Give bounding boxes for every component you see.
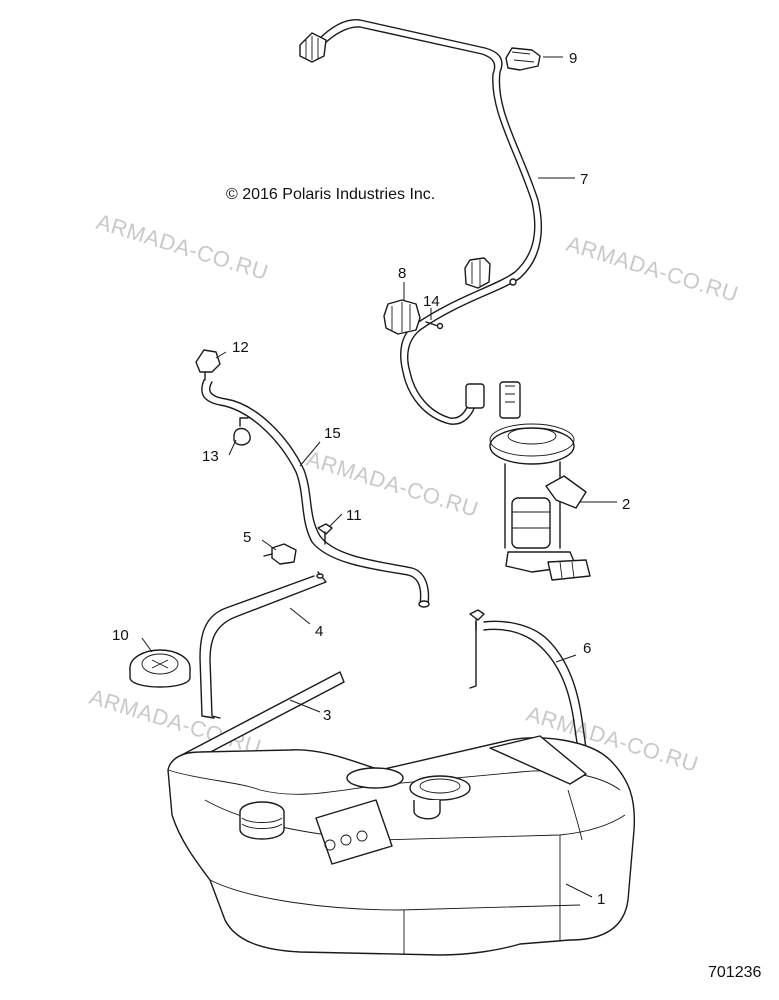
callout-6: 6 — [583, 640, 591, 657]
callout-3: 3 — [323, 707, 331, 724]
callout-8: 8 — [398, 265, 406, 282]
callout-4: 4 — [315, 623, 323, 640]
watermark-4: ARMADA-CO.RU — [87, 684, 265, 760]
callout-15: 15 — [324, 425, 341, 442]
watermark-3: ARMADA-CO.RU — [304, 446, 482, 522]
part-15-vent-hose — [201, 379, 430, 608]
callout-11: 11 — [346, 507, 362, 524]
part-13-clamp — [233, 417, 251, 446]
leader-lines — [141, 56, 617, 898]
part-5-fitting — [263, 543, 297, 565]
part-11-bolt — [317, 523, 333, 545]
callout-5: 5 — [243, 529, 251, 546]
part-7-fuel-line — [299, 19, 543, 425]
part-2-fuel-pump — [489, 381, 591, 581]
callout-9: 9 — [569, 50, 577, 67]
diagram-id: 701236 — [708, 964, 761, 981]
part-12-vent-fitting — [195, 349, 221, 381]
watermarks: ARMADA-CO.RU ARMADA-CO.RU ARMADA-CO.RU A… — [87, 209, 742, 777]
watermark-2: ARMADA-CO.RU — [564, 231, 742, 307]
watermark-1: ARMADA-CO.RU — [94, 209, 272, 285]
callout-14: 14 — [423, 293, 440, 310]
callout-10: 10 — [112, 627, 129, 644]
copyright-text: © 2016 Polaris Industries Inc. — [226, 186, 435, 203]
part-1-fuel-tank — [167, 735, 636, 956]
part-14-pin — [425, 321, 444, 330]
part-10-fuel-cap — [129, 649, 191, 688]
callout-12: 12 — [232, 339, 249, 356]
callout-2: 2 — [622, 496, 630, 513]
callout-labels: 1 2 3 4 5 6 7 8 9 10 11 12 13 14 15 — [112, 50, 630, 908]
part-9-connector — [505, 47, 541, 71]
part-8-clip — [383, 299, 421, 335]
callout-13: 13 — [202, 448, 219, 465]
callout-1: 1 — [597, 891, 605, 908]
callout-7: 7 — [580, 171, 588, 188]
part-6-strap — [469, 609, 587, 751]
part-4-strap — [199, 571, 327, 719]
